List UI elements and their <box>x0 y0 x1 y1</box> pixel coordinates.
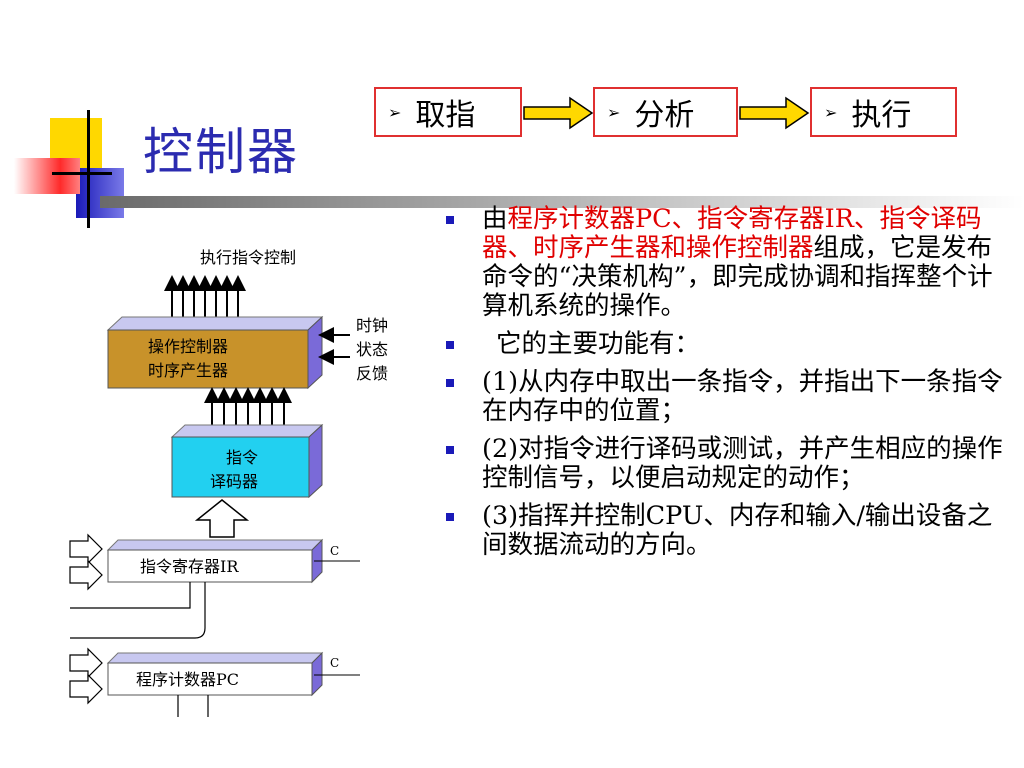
bullet-item: 由程序计数器PC、指令寄存器IR、指令译码器、时序产生器和操作控制器组成，它是发… <box>446 205 1006 321</box>
bullet-item: (1)从内存中取出一条指令，并指出下一条指令在内存中的位置； <box>446 368 1006 426</box>
instruction-register-block <box>107 549 313 583</box>
step-label: 执行 <box>851 98 912 133</box>
arrow-bullet-icon: ➢ <box>607 102 621 122</box>
bullet-square-icon <box>446 446 454 454</box>
bullet-square-icon <box>446 341 454 349</box>
ir-label: 指令寄存器IR <box>140 557 239 576</box>
flow-arrow-icon <box>739 96 810 130</box>
output-arrows <box>164 275 246 323</box>
arrow-bullet-icon: ➢ <box>824 102 838 122</box>
pc-label: 程序计数器PC <box>136 670 239 689</box>
hollow-up-arrow-icon <box>194 499 250 538</box>
logo-vertical-line <box>87 110 90 228</box>
ir-clock-label: C <box>330 544 339 558</box>
logo-blue-block <box>76 168 124 218</box>
ctrl-label-line1: 操作控制器 <box>148 337 228 356</box>
bullet-highlight: 程序计数器PC、指令寄存器IR、指令译码器、时序产生器和操作控制器 <box>482 204 982 263</box>
step-label: 分析 <box>634 98 695 133</box>
title-rule <box>100 196 1024 208</box>
bullet-text: (3)指挥并控制CPU、内存和输入/输出设备之间数据流动的方向。 <box>482 501 993 560</box>
bullet-text: (2)对指令进行译码或测试，并产生相应的操作控制信号，以便启动规定的动作； <box>482 434 1003 493</box>
bullet-text: (1)从内存中取出一条指令，并指出下一条指令在内存中的位置； <box>482 367 1003 426</box>
bullet-item: (2)对指令进行译码或测试，并产生相应的操作控制信号，以便启动规定的动作； <box>446 435 1006 493</box>
decoder-label-line2: 译码器 <box>210 472 258 491</box>
bullet-list: 由程序计数器PC、指令寄存器IR、指令译码器、时序产生器和操作控制器组成，它是发… <box>446 205 1006 569</box>
bullet-text: 组成，它是发布命令的“决策机构”，即完成协调和指挥整个计算机系统的操作。 <box>482 233 993 321</box>
controller-diagram: 执行指令控制 操作控制器 时序产生器 时钟 状态 反馈 指令 译码器 <box>69 248 388 717</box>
arrow-bullet-icon: ➢ <box>388 102 402 122</box>
decoder-block <box>171 436 310 498</box>
step-analyze: ➢ 分析 <box>593 87 738 137</box>
side-input-arrows <box>318 327 350 365</box>
feedback-input-label: 反馈 <box>356 364 388 383</box>
step-label: 取指 <box>415 98 476 133</box>
pc-clock-label: C <box>330 656 339 670</box>
logo-horizontal-line <box>52 172 112 175</box>
bullet-square-icon <box>446 216 454 224</box>
step-execute: ➢ 执行 <box>810 87 957 137</box>
decoder-label-line1: 指令 <box>226 448 258 467</box>
step-fetch: ➢ 取指 <box>374 87 522 137</box>
bullet-text: 由 <box>482 204 508 234</box>
control-generator-block <box>107 329 309 389</box>
state-input-label: 状态 <box>356 340 388 359</box>
decoder-output-arrows <box>204 387 292 430</box>
clock-input-label: 时钟 <box>356 316 388 335</box>
slide-title: 控制器 <box>143 123 299 181</box>
bullet-item: (3)指挥并控制CPU、内存和输入/输出设备之间数据流动的方向。 <box>446 502 1006 560</box>
program-counter-block <box>107 662 313 696</box>
bullet-square-icon <box>446 513 454 521</box>
logo-red-block <box>14 158 80 194</box>
bullet-item: 它的主要功能有： <box>446 330 1006 359</box>
diagram-top-label: 执行指令控制 <box>200 248 296 267</box>
ctrl-label-line2: 时序产生器 <box>148 361 228 380</box>
bullet-text: 它的主要功能有： <box>496 329 701 359</box>
bullet-square-icon <box>446 379 454 387</box>
flow-arrow-icon <box>523 96 594 130</box>
